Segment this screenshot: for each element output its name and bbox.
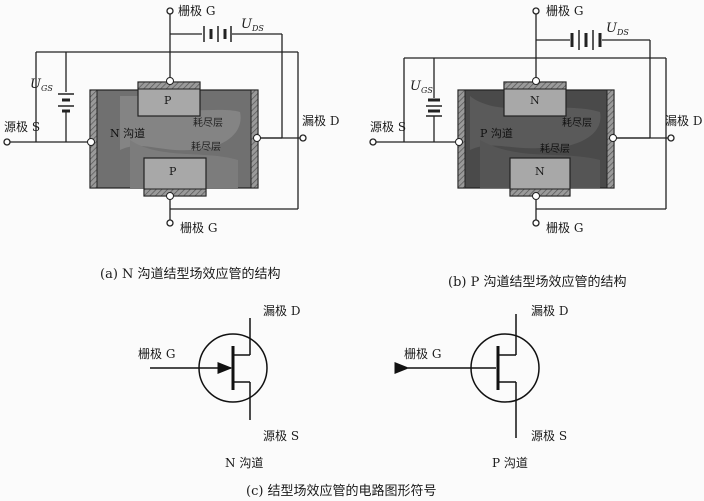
panel-a-labels: 栅极 G 栅极 G 源极 S 漏极 D UDS UGS P P N 沟道 耗尽层…: [4, 3, 339, 282]
panel-a-device-body: [87, 77, 261, 200]
p-symbol-drain: 漏极 D: [531, 304, 568, 318]
n-symbol-source: 源极 S: [263, 429, 299, 443]
panel-b-depletion-bottom: 耗尽层: [540, 143, 570, 155]
panel-a-ugs: UGS: [30, 77, 53, 93]
panel-b-ugs-battery: [426, 98, 442, 117]
p-symbol-name: P 沟道: [492, 456, 528, 470]
panel-a-gate-bottom: 栅极 G: [180, 220, 217, 235]
panel-b-depletion-top: 耗尽层: [562, 117, 592, 129]
panel-b-source: 源极 S: [370, 120, 406, 134]
symbols-caption: (c) 结型场效应管的电路图形符号: [246, 483, 437, 499]
panel-b-gate-region-top: N: [530, 94, 540, 107]
n-channel-symbol: [150, 318, 268, 420]
panel-a-channel: N 沟道: [110, 126, 145, 140]
p-symbol-gate: 栅极 G: [404, 346, 441, 361]
panel-b-caption: (b) P 沟道结型场效应管的结构: [448, 274, 626, 290]
panel-a-depletion-top: 耗尽层: [193, 117, 223, 129]
panel-a-drain: 漏极 D: [302, 114, 339, 128]
panel-b-labels: 栅极 G 栅极 G 源极 S 漏极 D UDS UGS N N P 沟道 耗尽层…: [370, 3, 702, 290]
panel-a-depletion-bottom: 耗尽层: [191, 141, 221, 153]
panel-a-uds: UDS: [241, 17, 264, 33]
panel-b-uds: UDS: [606, 21, 629, 37]
panel-b-gate-bottom: 栅极 G: [546, 220, 583, 235]
panel-a-ugs-battery: [58, 93, 74, 113]
panel-a-structure: [3, 7, 307, 227]
n-symbol-name: N 沟道: [225, 456, 263, 470]
n-channel-labels: 栅极 G 漏极 D 源极 S N 沟道: [138, 304, 300, 470]
panel-a-source: 源极 S: [4, 120, 40, 134]
panel-a-gate-region-top: P: [164, 94, 172, 107]
panel-a-uds-battery: [203, 26, 232, 42]
panel-b-ugs: UGS: [410, 79, 433, 95]
n-symbol-gate: 栅极 G: [138, 346, 175, 361]
panel-b-gate-top: 栅极 G: [546, 3, 583, 18]
p-channel-labels: 栅极 G 漏极 D 源极 S P 沟道: [404, 304, 568, 470]
panel-b-drain: 漏极 D: [665, 114, 702, 128]
panel-b-uds-battery: [570, 30, 602, 50]
n-symbol-drain: 漏极 D: [263, 304, 300, 318]
p-symbol-source: 源极 S: [531, 429, 567, 443]
panel-b-device-body: [455, 77, 617, 200]
panel-a-gate-region-bottom: P: [169, 165, 177, 178]
panel-b-structure: [369, 7, 675, 227]
p-channel-symbol: [394, 314, 540, 438]
panel-b-gate-region-bottom: N: [535, 165, 545, 178]
panel-a-gate-top: 栅极 G: [178, 3, 215, 18]
panel-a-caption: (a) N 沟道结型场效应管的结构: [100, 266, 281, 282]
panel-b-channel: P 沟道: [480, 126, 513, 140]
